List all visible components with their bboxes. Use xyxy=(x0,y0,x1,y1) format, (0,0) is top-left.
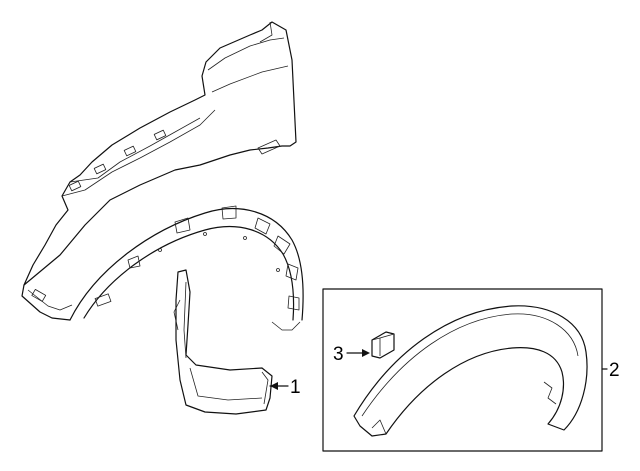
callout-1-label: 1 xyxy=(290,377,301,398)
mud-guard xyxy=(173,269,273,415)
callout-2: 2 xyxy=(601,360,620,381)
callout-3: 3 xyxy=(333,344,370,365)
callout-2-label: 2 xyxy=(609,360,620,381)
wheel-opening-molding xyxy=(353,305,588,437)
clip xyxy=(371,331,395,359)
callout-3-label: 3 xyxy=(333,344,344,365)
inset-box xyxy=(322,288,603,452)
fender-panel xyxy=(21,21,304,331)
callout-1: 1 xyxy=(269,377,301,398)
